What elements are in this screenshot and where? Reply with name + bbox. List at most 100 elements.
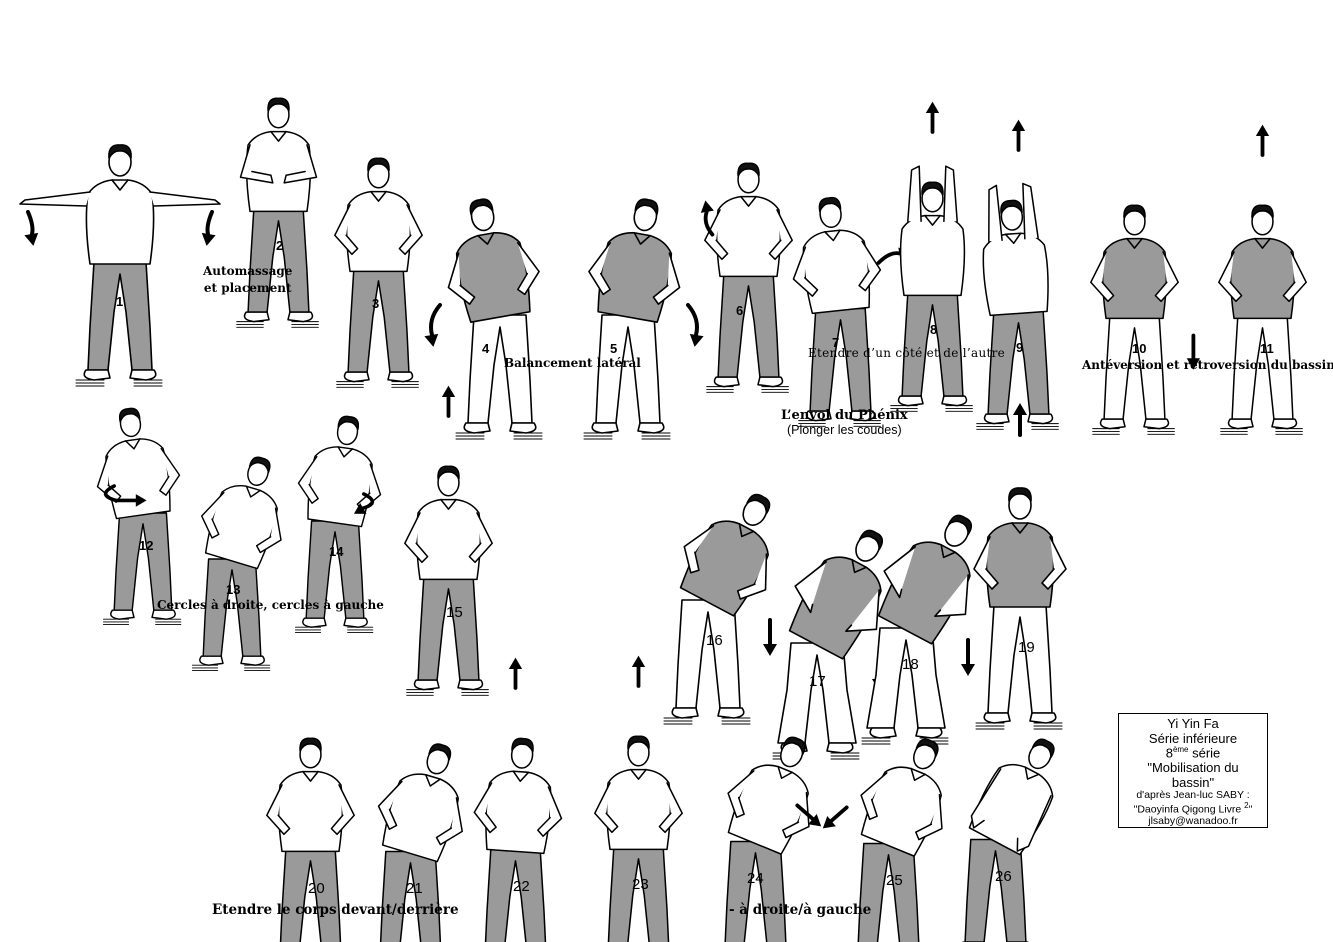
figure-drawing [593,655,683,942]
pants [808,307,872,412]
exercise-figure-20 [206,650,415,942]
arms [1217,251,1307,303]
exercise-figure-1 [10,52,230,387]
figure-drawing [377,743,463,942]
motion-arrow [822,805,849,829]
figure-number: 19 [1018,639,1035,656]
left-foot [1099,418,1126,430]
hair [337,415,360,431]
motion-arrow [1013,403,1027,437]
figure-number: 12 [139,538,154,553]
left-foot [1227,418,1254,430]
exercise-figure-8 [828,94,1037,412]
figure-number: 20 [308,880,325,897]
exercise-figure-11 [1158,117,1333,435]
figure-number: 4 [482,341,490,356]
hair [427,743,451,761]
right-foot [286,311,313,323]
arms [403,512,493,564]
caption-balancement: Balancement latéral [504,356,641,370]
figure-drawing [473,657,562,942]
left-foot [243,311,270,323]
right-foot [848,410,875,422]
arms [19,191,221,207]
motion-arrow [24,210,216,246]
arms [593,782,683,834]
envol-title-block: L’envol du Phénix (Plonger les coudes) [781,408,908,437]
figure-drawing [1089,204,1200,435]
figure-drawing [265,737,355,942]
ground-lines [102,618,182,626]
motion-arrow [686,303,704,347]
left-foot [897,395,924,407]
figure-number: 22 [513,878,530,895]
hair [782,736,806,755]
figure-number: 10 [1132,341,1147,356]
left-foot [591,422,619,434]
motion-arrow [441,385,455,418]
hair [634,198,659,216]
arms [265,784,355,836]
hair [248,456,271,473]
hair [298,737,322,752]
figure-drawing [973,403,1067,730]
shirt [1101,237,1167,320]
ground-lines [1091,428,1175,435]
figure-drawing [961,738,1055,942]
pants [1230,315,1294,420]
caption-cercles: Cercles à droite, cercles à gauche [157,598,384,612]
figure-number: 21 [406,880,423,897]
figure-number: 6 [736,303,744,318]
pants [113,512,173,611]
pants [246,208,310,313]
exercise-figure-12 [44,324,242,626]
arms [987,182,1039,242]
ground-lines [975,722,1063,730]
exercise-figure-15 [344,378,553,696]
right-foot [386,371,413,383]
motion-arrow [103,484,147,507]
right-foot [717,707,745,719]
figure-drawing [663,493,777,725]
hair [366,157,390,172]
shirt [85,179,155,265]
exercise-figure-18 [796,410,1016,745]
pants [987,604,1053,714]
arms [792,240,881,297]
ground-lines [294,626,374,634]
infobox-author: d'après Jean-luc SABY : [1136,789,1250,802]
figure-drawing [723,736,821,942]
hair [1250,204,1274,219]
pants [305,520,365,619]
figure-drawing [424,198,543,440]
caption-droite-gauche: - à droite/à gauche [729,902,872,918]
pants [346,268,410,373]
left-foot [413,679,440,691]
pants [467,314,533,424]
pants [723,840,787,942]
motion-arrow [961,638,975,676]
exercise-figure-10 [1030,117,1239,435]
figure-number: 23 [632,876,649,893]
ground-lines [583,432,671,440]
arms [883,546,969,617]
figure-drawing [294,415,382,634]
exercise-figure-3 [274,70,483,388]
arms [473,782,562,837]
left-foot [343,371,370,383]
arms [973,536,1067,590]
infobox-name-1: "Mobilisation du [1147,759,1239,775]
ground-lines [335,381,419,388]
figure-number: 8 [930,322,938,337]
figure-drawing [889,101,973,412]
figure-number: 1 [116,294,124,309]
pants [986,310,1050,415]
pants [279,848,341,942]
left-foot [805,410,832,422]
right-foot [1029,712,1057,724]
ground-lines [705,386,789,393]
hair [1031,738,1055,758]
hair [915,738,939,757]
pants [716,273,780,378]
left-foot [983,712,1011,724]
